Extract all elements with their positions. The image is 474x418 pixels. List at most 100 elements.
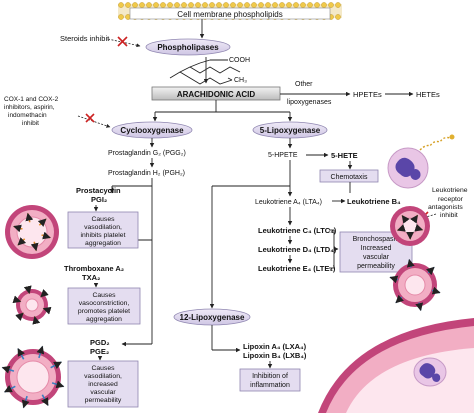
prostacyclin-label: Prostacyclin [76, 186, 121, 195]
lipid-head [307, 2, 312, 7]
vessel-dilated-illustration [5, 205, 59, 259]
lipid-head [272, 2, 277, 7]
other-lipox-line2: lipoxygenases [287, 99, 332, 106]
cooh-label: COOH [229, 57, 250, 64]
5-hpete-label: 5-HPETE [268, 152, 298, 159]
bronchospasm-line3: vascular [363, 254, 390, 261]
lt-antagonist-line1: Leukotriene [432, 187, 468, 194]
lipid-head [279, 2, 284, 7]
pgg2-label: Prostaglandin G₂ (PGG₂) [108, 150, 186, 157]
lipid-head [230, 2, 235, 7]
lipid-head [321, 2, 326, 7]
pgi2-effect-line1: Causes [91, 216, 115, 223]
thromboxane-label: Thromboxane A₂ [64, 264, 124, 273]
chemoattractant-trail-icon [420, 135, 455, 151]
lipid-head [244, 2, 249, 7]
lipid-head [237, 2, 242, 7]
pgi2-effect-line2: vasodilation, [84, 224, 122, 231]
inflammation-line1: Inhibition of [252, 373, 288, 380]
ch3-label: CH₃ [234, 77, 247, 84]
pgi2-effect-line4: aggregation [85, 240, 121, 247]
leukocyte-illustration [388, 148, 428, 188]
lipid-head [160, 2, 165, 7]
lipid-head [181, 2, 186, 7]
lipid-head [258, 2, 263, 7]
arachidonic-acid-label: ARACHIDONIC ACID [177, 90, 256, 99]
vessel-constricted-illustration [14, 286, 50, 323]
cox-inhibitors-line3: indomethacin [8, 112, 47, 119]
membrane-label: Cell membrane phospholipids [177, 10, 282, 19]
lipid-head [335, 2, 340, 7]
pgd2-effect-line3: increased [88, 381, 118, 388]
5-hete-label: 5-HETE [331, 151, 358, 160]
lta4-label: Leukotriene A₄ (LTA₄) [255, 199, 322, 206]
cox-inhibitors-line2: inhibitors, aspirin, [4, 104, 55, 111]
pgd2-effect-line5: permeability [85, 397, 122, 404]
pgd2-effect-line2: vasodilation, [84, 373, 122, 380]
lipid-head [125, 2, 130, 7]
lipid-head [335, 14, 340, 19]
lxa4-label: Lipoxin A₄ (LXA₄) [243, 342, 307, 351]
bronchospasm-line1: Bronchospasm [353, 236, 400, 243]
lipid-head [188, 2, 193, 7]
ltb4-label: Leukotriene B₄ [347, 197, 401, 206]
lipid-head [139, 2, 144, 7]
hpetes-label: HPETEs [353, 90, 382, 99]
lipid-head [132, 2, 137, 7]
lte4-label: Leukotriene E₄ (LTE₄) [258, 264, 336, 273]
ltd4-label: Leukotriene D₄ (LTD₄) [258, 245, 337, 254]
lt-antagonist-line4: inhibit [440, 212, 458, 219]
pge2-label: PGE₂ [90, 347, 109, 356]
lipid-head [174, 2, 179, 7]
lipid-head [223, 2, 228, 7]
pgi2-label: PGI₂ [91, 195, 107, 204]
cox-inhibitors-line1: COX-1 and COX-2 [4, 96, 59, 103]
txa2-effect-line2: vasoconstriction, [79, 300, 130, 307]
lipid-head [265, 2, 270, 7]
lipid-head [146, 2, 151, 7]
phospholipases-label: Phospholipases [157, 43, 219, 52]
txa2-effect-line3: promotes platelet [78, 308, 130, 315]
pgd2-effect-line1: Causes [91, 365, 115, 372]
lipid-head [209, 2, 214, 7]
lipid-head [216, 2, 221, 7]
lipid-head [251, 2, 256, 7]
ltc4-label: Leukotriene C₄ (LTC₄) [258, 226, 337, 235]
vessel-right-illustration [390, 206, 430, 246]
cyclooxygenase-label: Cyclooxygenase [120, 126, 184, 135]
pgd2-effect-line4: vascular [90, 389, 116, 396]
txa2-effect-line4: aggregation [86, 316, 122, 323]
lipid-head [118, 2, 123, 7]
pgh2-label: Prostaglandin H₂ (PGH₂) [108, 170, 185, 177]
vessel-longitudinal-illustration [318, 318, 474, 413]
lxb4-label: Lipoxin B₄ (LXB₄) [243, 351, 307, 360]
pgi2-effect-line3: inhibits platelet [81, 232, 126, 239]
cox-inhibitors-line4: inhibit [22, 120, 39, 127]
lipid-head [202, 2, 207, 7]
lipid-head [286, 2, 291, 7]
lipid-head [328, 2, 333, 7]
12-lipoxygenase-label: 12-Lipoxygenase [180, 313, 245, 322]
lt-antagonist-line3: antagonists [428, 204, 463, 211]
txa2-label: TXA₂ [82, 273, 100, 282]
lipid-head [118, 14, 123, 19]
inflammation-line2: inflammation [250, 382, 290, 389]
lipid-head [300, 2, 305, 7]
pgd2-label: PGD₂ [90, 338, 110, 347]
hetes-label: HETEs [416, 90, 440, 99]
lipid-head [195, 2, 200, 7]
lipid-head [153, 2, 158, 7]
vessel-permeable-illustration [2, 346, 63, 407]
lipid-head [314, 2, 319, 7]
steroids-inhibit-label: Steroids inhibit [60, 34, 110, 43]
5-lipoxygenase-label: 5-Lipoxygenase [260, 126, 321, 135]
bronchospasm-line2: Increased [361, 245, 392, 252]
lipid-head [167, 2, 172, 7]
lt-antagonist-line2: receptor [438, 196, 464, 203]
bronchospasm-line4: permeability [357, 263, 395, 270]
lipid-head [293, 2, 298, 7]
chemotaxis-label: Chemotaxis [331, 174, 368, 181]
inhibit-x-icon [86, 114, 94, 122]
txa2-effect-line1: Causes [92, 292, 116, 299]
